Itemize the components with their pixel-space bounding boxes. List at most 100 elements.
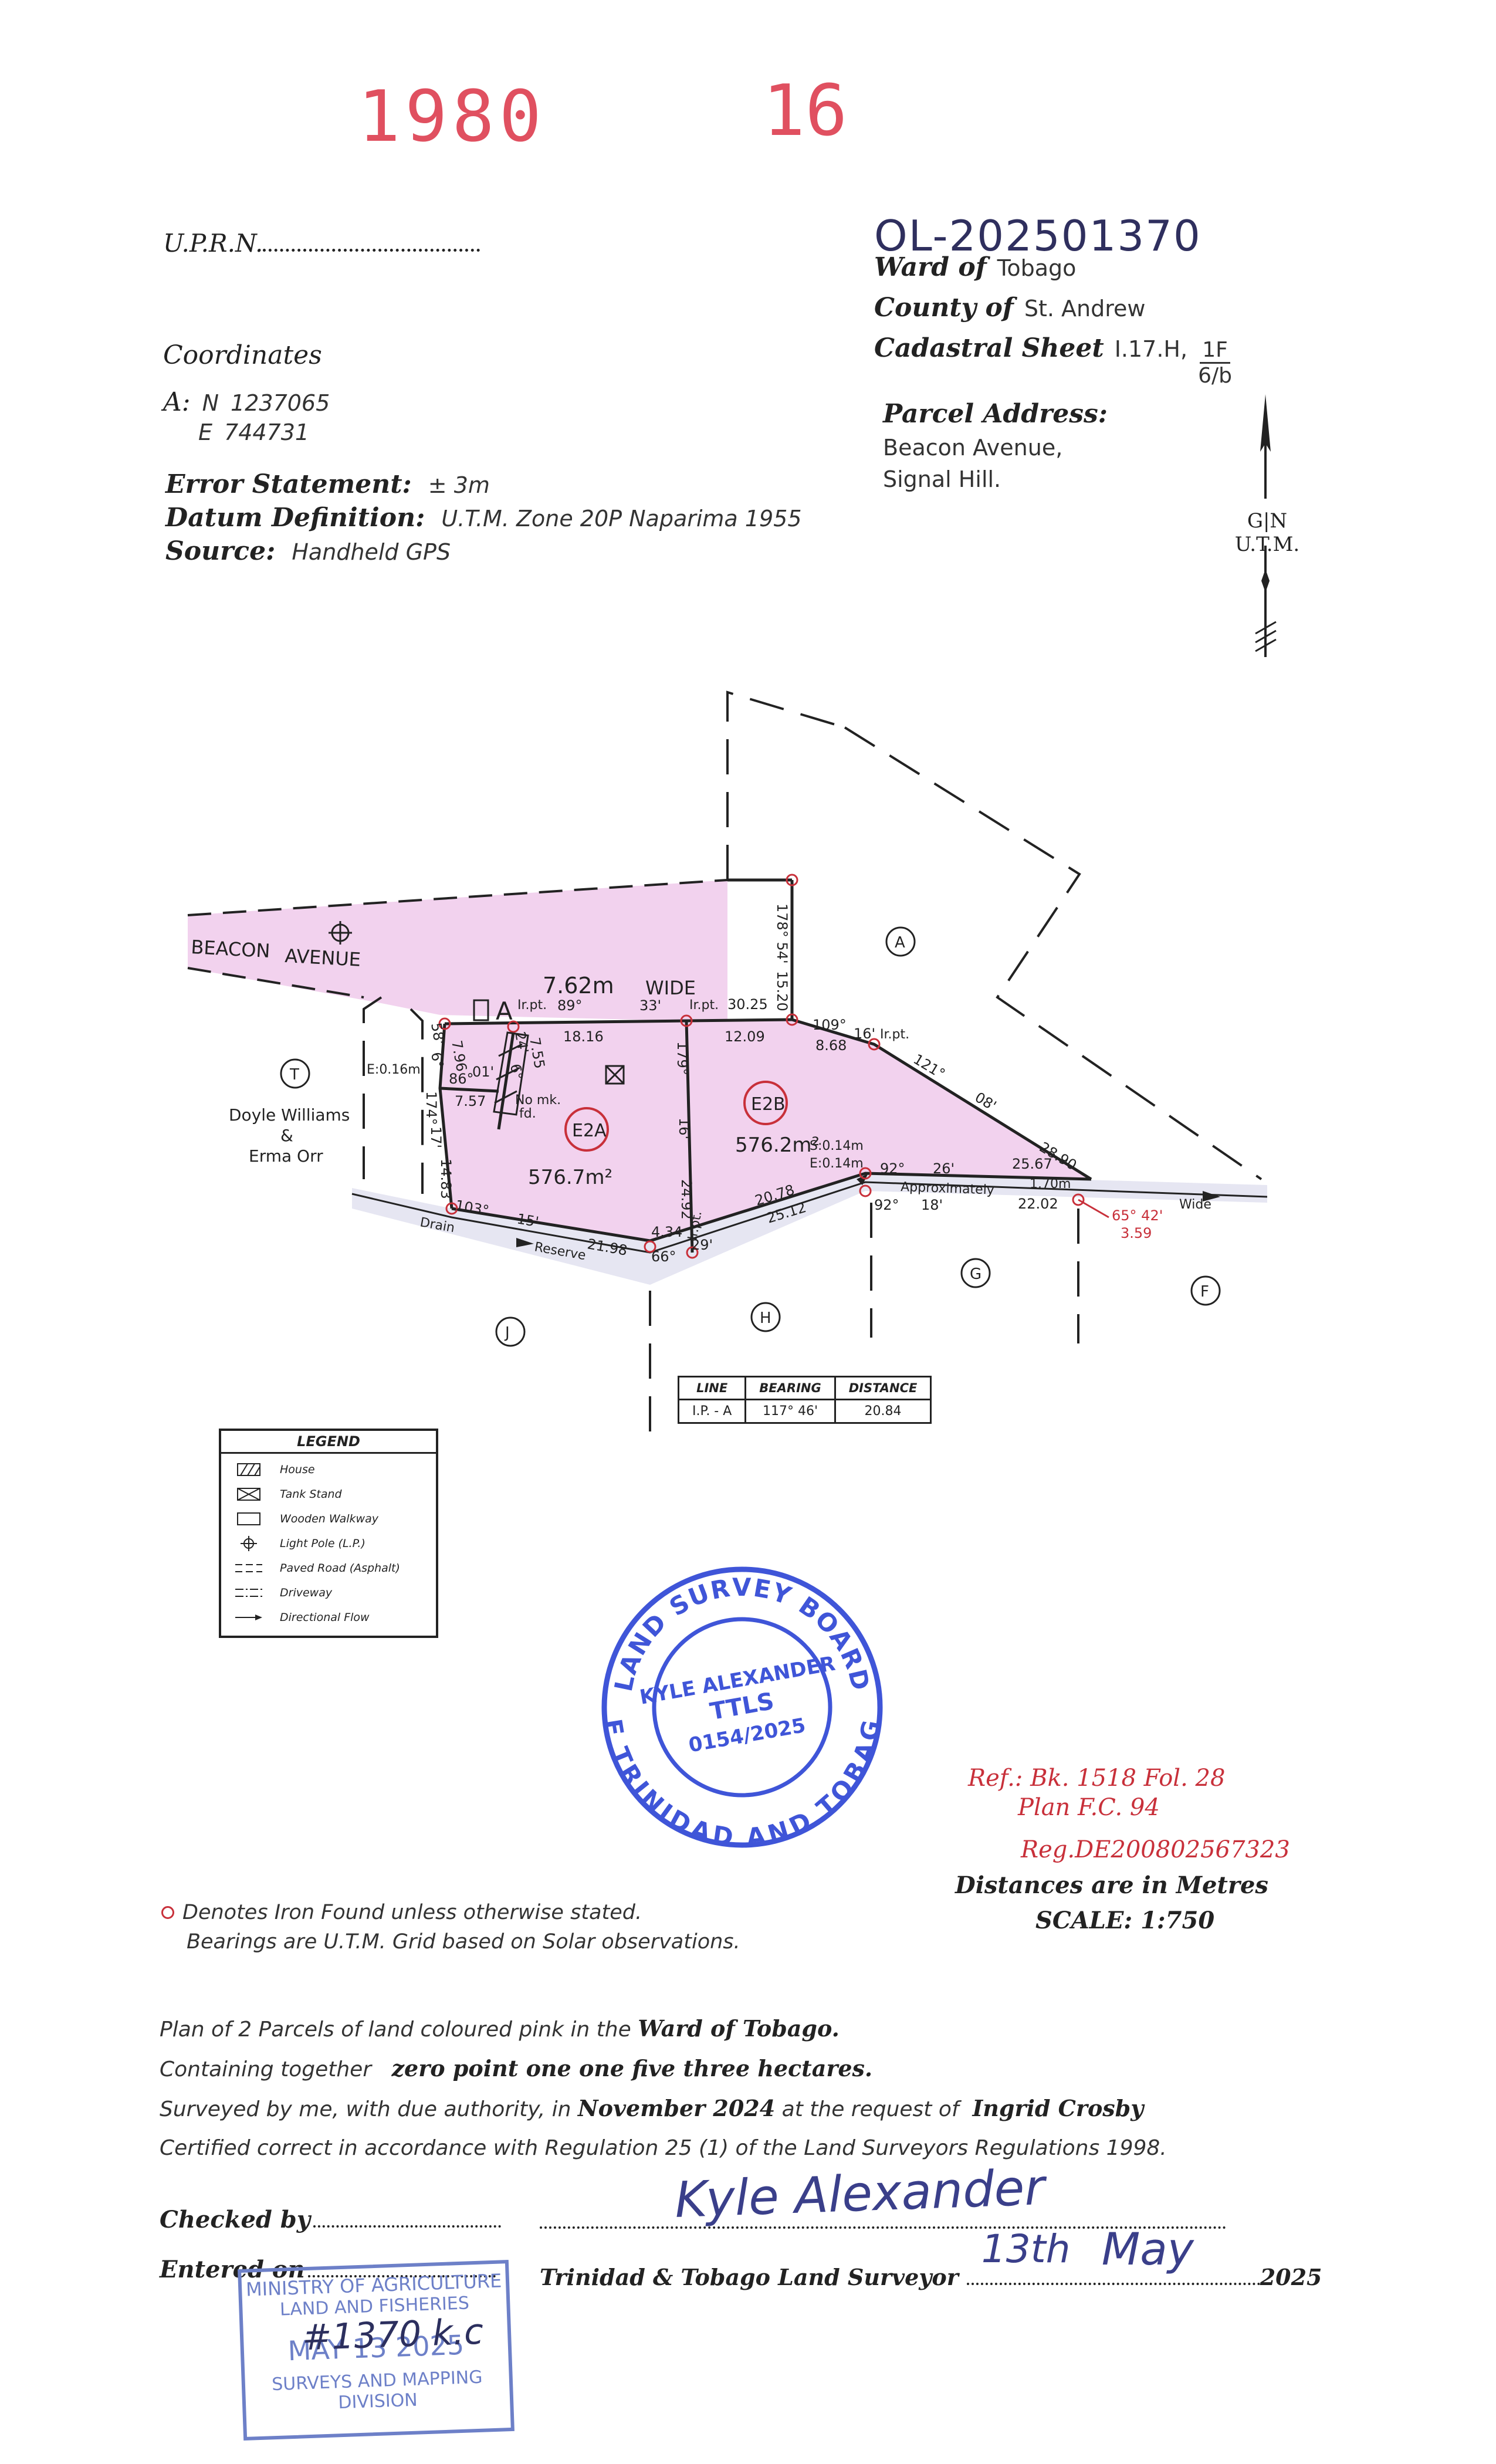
e014-label: E:0.14m: [810, 1156, 864, 1171]
irpt-label-2: Ir.pt.: [689, 998, 719, 1013]
survey-plan: BEACON AVENUE 7.62m WIDE A E2A 576.7m² E…: [187, 691, 1268, 1431]
dim-b6: 6°: [507, 1062, 526, 1081]
neighbour-h-letter: H: [760, 1309, 771, 1327]
road-wide: WIDE: [645, 977, 696, 999]
distances-note: Distances are in Metres: [955, 1871, 1268, 1899]
dim-b92b: 92°: [874, 1197, 899, 1213]
error-value: ± 3m: [428, 472, 490, 498]
north-arrow-label-utm: U.T.M.: [1234, 533, 1300, 556]
e016-label: E:0.16m: [367, 1062, 421, 1077]
ref-plan: Plan F.C. 94: [1018, 1794, 1160, 1821]
datum-label: Datum Definition:: [165, 503, 425, 533]
iron-found-circle-icon: [161, 1906, 174, 1919]
dim-d1520: 15.20: [774, 971, 790, 1011]
directional-flow-legend-icon: [235, 1610, 262, 1624]
dim-b16b: 16': [676, 1118, 692, 1139]
reserve-strip: [352, 1173, 1267, 1285]
dim-b86: 86°: [449, 1071, 474, 1087]
surveyor-date-dotline: 13th May: [966, 2223, 1260, 2285]
parcel-e2b-label: E2B: [751, 1094, 786, 1115]
line-table-cell: I.P. - A: [677, 1399, 747, 1424]
north-arrow-icon: [1255, 394, 1277, 657]
neighbour-g-letter: G: [970, 1265, 981, 1283]
neighbour-t-name-3: Erma Orr: [249, 1146, 323, 1166]
line-table-header-row: LINE BEARING DISTANCE: [677, 1376, 932, 1400]
point-label: A:: [163, 387, 191, 417]
cert-l3d: Ingrid Crosby: [972, 2095, 1144, 2121]
parcel-e2a-area: 576.7m²: [528, 1166, 612, 1189]
house-icon: [473, 999, 529, 1116]
dim-b6b: 6°: [428, 1051, 446, 1069]
coordinates-block: A: N 1237065 E 744731: [163, 387, 330, 445]
cert-l3b: November 2024: [577, 2095, 776, 2121]
legend-item: Driveway: [221, 1580, 436, 1605]
east-label: E: [198, 419, 213, 445]
neighbour-a-letter: A: [895, 934, 905, 952]
dim-d868: 8.68: [815, 1037, 847, 1054]
dim-d2492: 24.92: [678, 1179, 695, 1220]
legend-label: Tank Stand: [280, 1488, 342, 1501]
irpt-label-1: Ir.pt.: [517, 998, 547, 1013]
stamp-number: 0154/2025: [687, 1714, 808, 1757]
dim-b89: 89°: [557, 997, 583, 1014]
dim-b33: 33': [639, 997, 661, 1014]
legend-label: Directional Flow: [280, 1611, 370, 1624]
county-value: St. Andrew: [1024, 296, 1146, 321]
line-table-header: LINE: [677, 1376, 747, 1400]
neighbour-t-letter: T: [289, 1066, 299, 1084]
line-table-cell: 117° 46': [744, 1399, 836, 1424]
error-statement: Error Statement:± 3m Datum Definition:U.…: [165, 469, 802, 566]
bearings-note: Bearings are U.T.M. Grid based on Solar …: [187, 1930, 740, 1954]
ref-book-folio: Ref.: Bk. 1518 Fol. 28: [968, 1765, 1226, 1792]
dim-d2567: 25.67: [1012, 1156, 1052, 1172]
sheet-numerator: 1F: [1200, 338, 1230, 364]
address-line2: Signal Hill.: [883, 466, 1001, 492]
address-line1: Beacon Avenue,: [883, 435, 1063, 461]
legend-box: LEGEND House Tank Stand Wooden Walkway L…: [219, 1429, 438, 1638]
dim-b16: 16': [854, 1025, 875, 1042]
sheet-fraction: 1F 6/b: [1198, 338, 1232, 388]
neighbour-t-name-1: Doyle Williams: [229, 1105, 350, 1125]
legend-label: Driveway: [280, 1586, 333, 1599]
scale-label: SCALE: 1:750: [1035, 1907, 1215, 1934]
dim-b178: 178° 54': [774, 903, 790, 964]
tank-stand-icon: [605, 1065, 625, 1085]
dim-b58: 58': [428, 1021, 448, 1045]
driveway-legend-icon: [235, 1586, 262, 1600]
house-legend-icon: [235, 1463, 262, 1477]
s014-label: S:0.14m: [810, 1139, 864, 1153]
address-label: Parcel Address:: [883, 399, 1108, 429]
dim-b66: 66°: [651, 1248, 676, 1265]
tank-stand-legend-icon: [235, 1487, 262, 1501]
cert-line-4: Certified correct in accordance with Reg…: [160, 2136, 1167, 2160]
land-survey-board-stamp: LAND SURVEY BOARD OF TRINIDAD AND TOBAGO…: [595, 1561, 885, 1852]
checked-by-label: Checked by: [160, 2206, 310, 2233]
north-label: N: [202, 390, 219, 416]
east-value: 744731: [224, 419, 310, 445]
wide-label: Wide: [1179, 1197, 1211, 1212]
sheet-value: I.17.H,: [1114, 336, 1188, 362]
parcel-e2a-label: E2A: [572, 1121, 607, 1141]
no-mark-label: No mk.: [515, 1093, 561, 1108]
cert-line-1: Plan of 2 Parcels of land coloured pink …: [160, 2009, 1167, 2049]
entered-on-dotline: [307, 2275, 496, 2277]
paved-road-legend-icon: [235, 1561, 262, 1575]
parcel-address-block: Parcel Address: Beacon Avenue, Signal Hi…: [883, 399, 1108, 492]
source-value: Handheld GPS: [292, 539, 451, 565]
error-label: Error Statement:: [165, 469, 412, 499]
cert-l1a: Plan of 2 Parcels of land coloured pink …: [160, 2018, 631, 2042]
neighbour-j-letter: J: [504, 1324, 510, 1342]
line-bearing-table: LINE BEARING DISTANCE I.P. - A 117° 46' …: [677, 1376, 932, 1424]
table-row: I.P. - A 117° 46' 20.84: [677, 1399, 932, 1424]
entry-stamp-handwritten: #1370 k.c: [301, 2311, 485, 2359]
uprn-field: U.P.R.N.: [163, 229, 480, 258]
dim-d434: 4.34: [651, 1224, 682, 1240]
line-table-header: DISTANCE: [834, 1376, 932, 1400]
walkway-legend-icon: [235, 1512, 262, 1526]
entered-on-label: Entered on: [160, 2256, 305, 2283]
surveyor-label: Trinidad & Tobago Land Surveyor: [540, 2264, 959, 2290]
dim-b92a: 92°: [880, 1160, 905, 1177]
approx-label: Approximately: [901, 1180, 994, 1198]
road-name-2: AVENUE: [285, 945, 361, 971]
cert-l3c: at the request of: [781, 2097, 959, 2121]
